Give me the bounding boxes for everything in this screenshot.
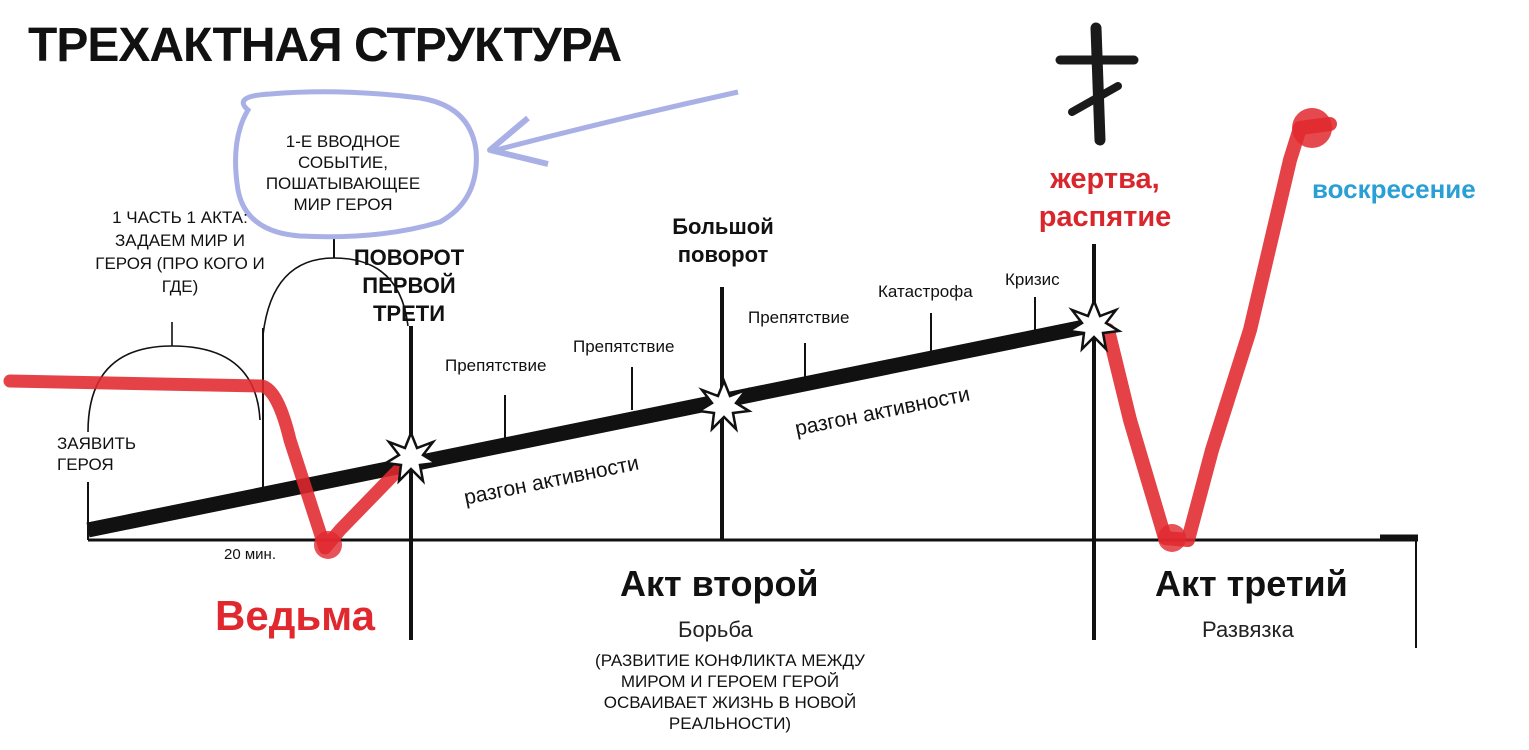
crisis-label: Кризис bbox=[1005, 270, 1060, 289]
witch-label: Ведьма bbox=[215, 592, 376, 639]
page-title: ТРЕХАКТНАЯ СТРУКТУРА bbox=[28, 19, 622, 72]
hero-line-act1 bbox=[3, 374, 415, 555]
act3-subtitle: Развязка bbox=[1202, 617, 1294, 642]
resurrection-label: воскресение bbox=[1312, 174, 1476, 204]
act2-note: (РАЗВИТИЕ КОНФЛИКТА МЕЖДУ МИРОМ И ГЕРОЕМ… bbox=[595, 651, 865, 733]
obstacle-label-1: Препятствие bbox=[445, 356, 547, 375]
bubble-text: 1-Е ВВОДНОЕ СОБЫТИЕ, ПОШАТЫВАЮЩЕЕ МИР ГЕ… bbox=[265, 132, 421, 214]
time-mark-label: 20 мин. bbox=[224, 546, 276, 563]
sacrifice-label: жертва, распятие bbox=[1038, 163, 1172, 233]
burst-icon-2 bbox=[695, 377, 753, 433]
announce-hero-label: ЗАЯВИТЬ ГЕРОЯ bbox=[57, 434, 136, 474]
arrow-head bbox=[487, 115, 549, 167]
crucifixion-low-point bbox=[1158, 524, 1186, 552]
catastrophe-label: Катастрофа bbox=[878, 282, 973, 301]
rising-action-bar bbox=[86, 317, 1096, 538]
first-event-arc bbox=[262, 257, 409, 336]
burst-icon-1 bbox=[382, 429, 440, 485]
act1-intro-label: 1 ЧАСТЬ 1 АКТА: ЗАДАЕМ МИР И ГЕРОЯ (ПРО … bbox=[95, 208, 265, 296]
act2-subtitle: Борьба bbox=[678, 617, 753, 642]
big-turn-label: Большой поворот bbox=[672, 214, 774, 267]
act2-title: Акт второй bbox=[620, 563, 819, 604]
obstacle-label-2: Препятствие bbox=[573, 337, 675, 356]
resurrection-peak bbox=[1292, 108, 1332, 148]
cross-icon bbox=[1055, 22, 1139, 146]
arrow-shaft bbox=[495, 89, 739, 153]
obstacle-label-3: Препятствие bbox=[748, 308, 850, 327]
act3-title: Акт третий bbox=[1155, 563, 1348, 604]
burst-icon-3 bbox=[1065, 297, 1123, 353]
witch-low-point bbox=[314, 531, 342, 559]
speech-bubble bbox=[233, 89, 479, 240]
first-turning-point-label: ПОВОРОТ ПЕРВОЙ ТРЕТИ bbox=[353, 245, 465, 326]
